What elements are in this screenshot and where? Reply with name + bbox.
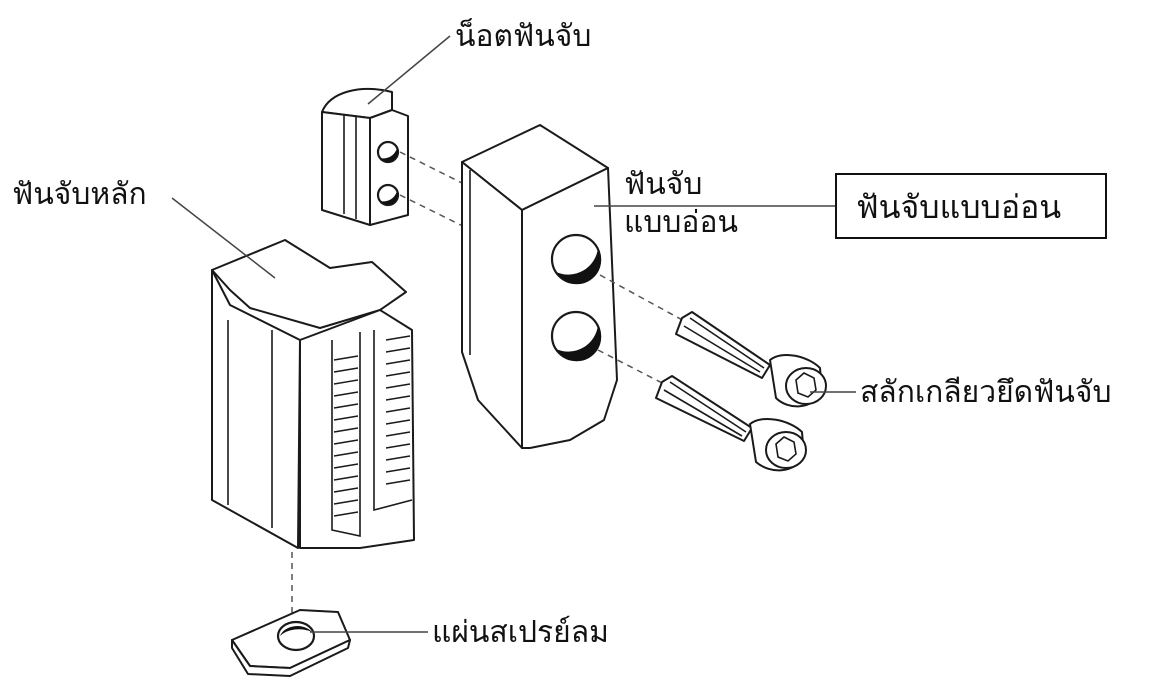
- jaw-bolt-lower: [655, 375, 807, 472]
- label-jaw-bolts: สลักเกลียวยึดฟันจับ: [860, 375, 1112, 410]
- leader-master-jaw: [171, 197, 276, 279]
- serration-teeth-left: [333, 355, 359, 517]
- leader-jaw-nut: [367, 35, 451, 105]
- hex-socket-icon: [795, 372, 817, 398]
- label-jaw-nut: น็อตฟันจับ: [455, 17, 591, 54]
- soft-jaw-callout-box: ฟันจับแบบอ่อน: [835, 173, 1107, 239]
- label-soft-jaw-box: ฟันจับแบบอ่อน: [856, 188, 1061, 226]
- alignment-line: [599, 274, 687, 323]
- serration-teeth-right: [385, 335, 411, 485]
- alignment-line: [597, 349, 667, 386]
- label-soft-jaw-line2: แบบอ่อน: [624, 205, 738, 240]
- soft-jaw-block: [461, 124, 618, 449]
- hex-socket-icon: [775, 436, 797, 462]
- label-master-jaw: ฟันจับหลัก: [12, 177, 147, 212]
- jaw-bolt-upper: [675, 311, 827, 408]
- master-jaw: [211, 239, 415, 549]
- label-air-blow-plate: แผ่นสเปรย์ลม: [432, 615, 609, 650]
- label-soft-jaw-line1: ฟันจับ: [624, 167, 702, 202]
- jaw-nut: [321, 88, 409, 226]
- air-blow-plate: [231, 609, 351, 677]
